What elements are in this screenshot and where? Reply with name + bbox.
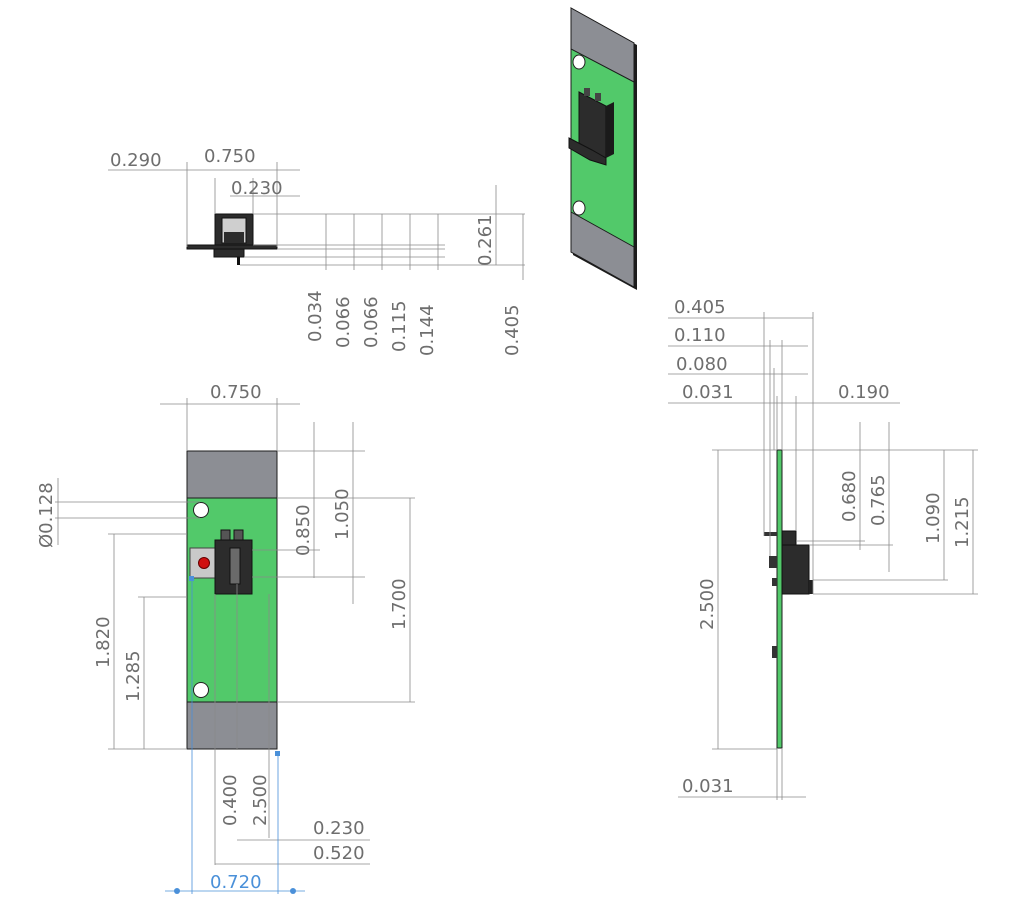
top-dim-0-405[interactable]: 0.405 (502, 304, 523, 356)
iso-hole-top (572, 54, 586, 70)
selected-dim-handle-right[interactable] (290, 888, 296, 894)
top-pin-lead (237, 257, 240, 265)
isometric-view (568, 7, 637, 290)
top-dim-0-066a[interactable]: 0.066 (333, 296, 354, 348)
top-dim-0-290[interactable]: 0.290 (110, 150, 162, 171)
side-connector-top (781, 530, 797, 546)
top-connector-pins (224, 232, 244, 243)
side-dim-1-090[interactable]: 1.090 (923, 492, 944, 544)
front-top-cap (186, 450, 278, 499)
top-board-edge (186, 244, 278, 250)
side-dim-0-765[interactable]: 0.765 (868, 474, 889, 526)
front-pin-2 (233, 529, 244, 541)
top-dim-0-115[interactable]: 0.115 (389, 300, 410, 352)
front-dim-1-820[interactable]: 1.820 (93, 616, 114, 668)
front-connector-slot (229, 547, 241, 585)
side-component-3 (772, 646, 777, 658)
top-dim-0-750[interactable]: 0.750 (204, 146, 256, 167)
front-dim-0-230[interactable]: 0.230 (313, 818, 365, 839)
iso-pin-1 (584, 88, 590, 96)
iso-hole-bottom (572, 200, 586, 216)
side-connector-lip (809, 580, 813, 594)
side-dim-2-500[interactable]: 2.500 (697, 578, 718, 630)
iso-bottom-cap (570, 211, 635, 288)
iso-pin-2 (595, 93, 601, 101)
front-dim-0-520[interactable]: 0.520 (313, 843, 365, 864)
side-board (776, 449, 783, 749)
front-dim-0-400[interactable]: 0.400 (220, 774, 241, 826)
side-dim-0-190[interactable]: 0.190 (838, 382, 890, 403)
front-dim-1-700[interactable]: 1.700 (389, 578, 410, 630)
front-dim-2-500[interactable]: 2.500 (250, 774, 271, 826)
side-pin (764, 532, 777, 536)
front-view: 0.750 Ø0.128 0.850 1.050 1.700 1.820 1.2… (36, 382, 415, 894)
front-handle-2[interactable] (275, 751, 280, 756)
side-dim-0-110[interactable]: 0.110 (674, 325, 726, 346)
side-dim-0-680[interactable]: 0.680 (839, 470, 860, 522)
front-bottom-cap (186, 701, 278, 750)
front-dim-0-850[interactable]: 0.850 (293, 504, 314, 556)
top-dim-0-066b[interactable]: 0.066 (361, 296, 382, 348)
side-dim-1-215[interactable]: 1.215 (952, 496, 973, 548)
front-hole-top (193, 502, 209, 518)
side-component-1 (769, 556, 777, 568)
side-dim-0-405[interactable]: 0.405 (674, 297, 726, 318)
side-dim-0-080[interactable]: 0.080 (676, 354, 728, 375)
front-dim-dia-0-128[interactable]: Ø0.128 (36, 482, 57, 548)
side-component-2 (772, 578, 777, 586)
front-dim-0-720-selected[interactable]: 0.720 (210, 872, 262, 893)
side-dim-0-031-bottom[interactable]: 0.031 (682, 776, 734, 797)
iso-connector-side (606, 102, 614, 158)
top-connector-bottom (213, 248, 245, 258)
top-dim-0-230[interactable]: 0.230 (231, 178, 283, 199)
selected-dim-handle-left[interactable] (174, 888, 180, 894)
front-pin-1 (220, 529, 231, 541)
top-dim-0-261[interactable]: 0.261 (475, 214, 496, 266)
front-led (198, 557, 210, 569)
side-dim-0-031-top[interactable]: 0.031 (682, 382, 734, 403)
side-connector (781, 544, 810, 595)
front-handle-1[interactable] (189, 576, 194, 581)
side-view: 0.405 0.110 0.080 0.031 0.190 0.680 0.76… (668, 297, 978, 800)
top-dim-0-034[interactable]: 0.034 (305, 290, 326, 342)
front-hole-bottom (193, 682, 209, 698)
top-view: 0.290 0.750 0.230 0.034 0.066 0.066 0.11… (108, 146, 525, 356)
iso-connector-lip (568, 137, 607, 166)
front-dim-1-050[interactable]: 1.050 (332, 488, 353, 540)
top-dim-0-144[interactable]: 0.144 (417, 304, 438, 356)
iso-top-cap (570, 7, 635, 83)
front-dim-0-750[interactable]: 0.750 (210, 382, 262, 403)
front-dim-1-285[interactable]: 1.285 (123, 650, 144, 702)
